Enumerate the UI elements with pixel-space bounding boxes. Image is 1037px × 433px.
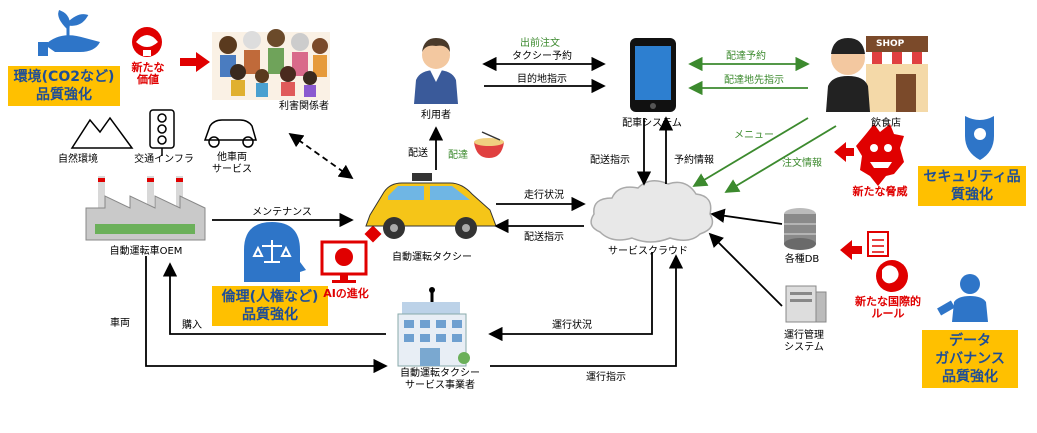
traffic-label: 交通インフラ [134,154,194,165]
badge-line: 品質強化 [242,307,298,323]
shop-sign: SHOP [876,39,905,49]
label-line: システム [784,342,824,353]
label-line: サービス [212,164,252,175]
stakeholders-label: 利害関係者 [279,101,329,112]
label-line: 運行管理 [784,330,824,341]
badge-line: ガバナンス [935,351,1005,367]
label-line: 価値 [137,73,159,86]
globe-icon [876,260,908,292]
security-shield-icon [965,116,994,160]
arrow-menu [692,117,809,187]
mountain-icon [70,116,134,149]
delivery-label: 配達 [448,150,468,161]
badge-line: 倫理(人権など) [221,289,319,305]
badge-line: セキュリティ品 [923,169,1021,185]
office-building-icon [397,302,470,367]
user-label: 利用者 [421,110,451,121]
cloud-label: サービスクラウド [608,246,688,257]
factory-icon [85,176,206,241]
new-rule-label: 新たな国際的 ルール [855,296,921,320]
new-value-label: 新たな 価値 [132,62,165,86]
threat-monster-icon [856,124,904,186]
operation-instr-label: 運行指示 [586,372,626,383]
database-icon [784,208,816,250]
arrow-operation-instr [490,254,684,367]
rule-arrow-icon [840,240,862,260]
badge-line: 質強化 [951,187,993,203]
arrow-ops-cloud [708,232,783,307]
label-line: ルール [871,307,905,320]
driving-status-label: 走行状況 [524,190,564,201]
new-threat-label: 新たな脅威 [852,185,908,198]
purchase-label: 購入 [182,320,202,331]
reservation-info-label: 予約情報 [674,155,714,166]
delivery-reserve-label: 配達予約 [726,51,766,62]
ethics-head-icon [244,222,306,282]
red-pointer-icon [364,225,382,243]
vehicle-label: 車両 [110,318,130,329]
label-line: 新たな [131,61,165,74]
delivery-dest-label: 配達地先指示 [724,75,784,86]
restaurant-label: 飲食店 [871,118,901,129]
ramen-bowl-icon [474,131,504,158]
taxi-icon [365,173,497,239]
environment-quality-badge: 環境(CO2など) 品質強化 [8,66,120,106]
smartphone-icon [630,38,676,112]
label-line: 新たな国際的 [855,295,921,308]
red-arrow-right-icon [180,52,210,72]
db-label: 各種DB [784,254,820,265]
new-value-icon [132,27,162,57]
menu-label: メニュー [734,130,774,141]
security-quality-badge: セキュリティ品 質強化 [918,166,1026,206]
stakeholders-icon [212,29,330,100]
label-line: 自動運転タクシー [400,368,480,379]
arrow-db-cloud [710,208,783,225]
arrow-vehicle [145,256,388,374]
send-label: 配送 [408,148,428,159]
ai-progress-label: AIの進化 [323,287,369,300]
arrow-order-info [724,125,837,193]
arrow-operation-status [488,252,653,342]
operation-status-label: 運行状況 [552,320,592,331]
ethics-quality-badge: 倫理(人権など) 品質強化 [212,286,328,326]
badge-line: 環境(CO2など) [13,69,115,85]
dispatch-order-label: 配送指示 [590,155,630,166]
label-line: サービス事業者 [405,380,475,391]
plant-hand-icon [38,10,100,56]
taxi-reserve-label: タクシー予約 [512,51,572,62]
badge-line: 品質強化 [36,87,92,103]
ai-monitor-icon [320,240,368,283]
destination-label: 目的地指示 [517,74,567,85]
server-icon [785,285,827,323]
governance-person-icon [937,274,988,322]
shop-icon [862,36,932,112]
arrow-purchase [162,262,386,335]
operator-label: 自動運転タクシー サービス事業者 [400,368,480,392]
nature-label: 自然環境 [58,154,98,165]
data-governance-badge: データ ガバナンス 品質強化 [922,330,1018,388]
dispatch-instr-label: 配送指示 [524,232,564,243]
other-vehicle-label: 他車両 サービス [212,152,252,176]
badge-line: データ [949,333,991,349]
car-outline-icon [203,119,257,148]
dispatch-system-label: 配車システム [622,118,682,129]
oem-label: 自動運転車OEM [109,246,183,257]
ops-system-label: 運行管理 システム [784,330,824,354]
traffic-light-icon [149,109,175,156]
maintenance-label: メンテナンス [252,207,312,218]
user-icon [414,38,458,104]
shopkeeper-icon [826,38,870,112]
arrow-stakeholder-taxi [288,132,354,180]
label-line: 他車両 [217,152,247,163]
cloud-icon [590,180,714,243]
clipboard-icon [867,231,889,257]
order-info-label: 注文情報 [782,158,822,169]
taxi-label: 自動運転タクシー [392,252,472,263]
badge-line: 品質強化 [942,369,998,385]
delivery-order-label: 出前注文 [520,38,560,49]
threat-arrow-icon [834,142,854,162]
